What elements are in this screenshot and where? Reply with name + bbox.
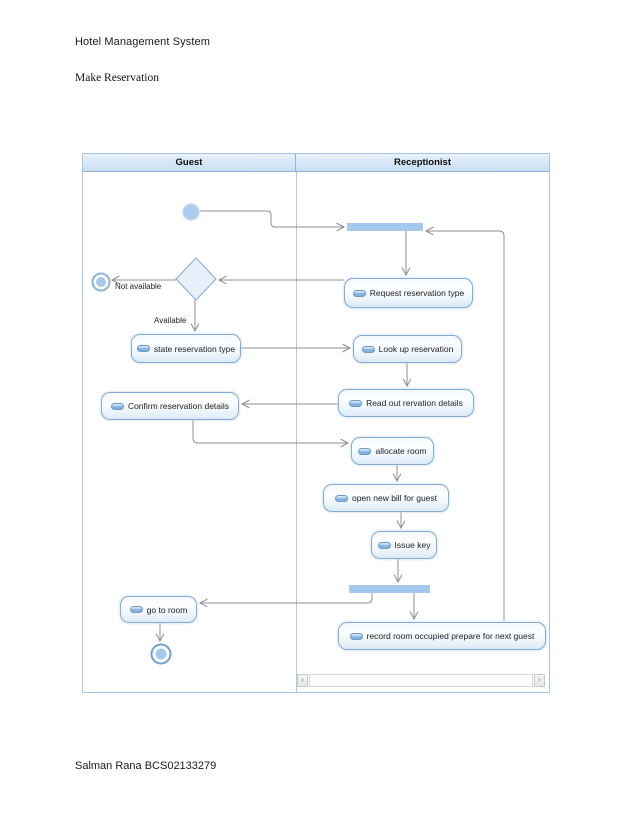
activity-confirm-reservation-details[interactable]: Confirm reservation details: [101, 392, 239, 420]
activity-state-reservation-type[interactable]: state reservation type: [131, 334, 241, 363]
activity-label: state reservation type: [153, 343, 236, 354]
activity-pill-icon: [358, 447, 372, 455]
fork-bar[interactable]: [349, 585, 430, 593]
receptionist-lane-scrollbar: ‹ ›: [297, 674, 545, 687]
activity-pill-icon: [349, 632, 363, 640]
activity-label: go to room: [146, 604, 188, 615]
activity-pill-icon: [377, 541, 391, 549]
activity-label: Issue key: [394, 540, 431, 550]
activity-open-new-bill-for-guest[interactable]: open new bill for guest: [323, 484, 449, 512]
final-node-core: [155, 648, 167, 660]
availability-decision-diamond[interactable]: [175, 257, 217, 301]
lane-header-receptionist[interactable]: Receptionist: [393, 157, 451, 168]
activity-pill-icon: [129, 606, 143, 613]
activity-read-out-rervation-details[interactable]: Read out rervation details: [338, 389, 474, 417]
activity-pill-icon: [136, 345, 150, 352]
lane-divider: [296, 172, 297, 692]
lane-header-guest[interactable]: Guest: [83, 154, 296, 171]
activity-label: Request reservation type: [369, 288, 465, 298]
activity-diagram-frame: Guest Receptionist: [82, 153, 550, 693]
merge-bar[interactable]: [347, 223, 423, 231]
activity-label: open new bill for guest: [351, 493, 438, 503]
activity-pill-icon: [361, 345, 375, 353]
author-footer: Salman Rana BCS02133279: [75, 760, 217, 772]
activity-issue-key[interactable]: Issue key: [371, 531, 437, 559]
activity-pill-icon: [352, 289, 366, 297]
activity-label: Confirm reservation details: [127, 401, 230, 411]
edge-record-loop-to-merge: [426, 231, 505, 621]
guard-label-not-available: Not available: [115, 282, 162, 291]
final-node-not-available-core: [96, 277, 106, 287]
activity-go-to-room[interactable]: go to room: [120, 596, 197, 623]
swimlane-header-row: Guest Receptionist: [83, 154, 549, 172]
activity-request-reservation-type[interactable]: Request reservation type: [344, 278, 473, 308]
edge-fork-to-gotoroom: [200, 593, 373, 603]
activity-label: record room occupied prepare for next gu…: [366, 631, 535, 641]
activity-label: allocate room: [375, 446, 427, 456]
activity-allocate-room[interactable]: allocate room: [351, 437, 434, 465]
activity-pill-icon: [334, 494, 348, 502]
diagram-caption: Make Reservation: [75, 72, 159, 84]
scrollbar-track[interactable]: [309, 674, 533, 687]
edge-confirm-to-allocate: [192, 420, 348, 443]
initial-node[interactable]: [182, 203, 200, 221]
connector-layer: [91, 203, 505, 665]
activity-pill-icon: [349, 399, 363, 407]
edge-initial-to-merge: [199, 210, 344, 227]
activity-pill-icon: [110, 402, 124, 410]
activity-label: Read out rervation details: [366, 398, 463, 408]
page-title: Hotel Management System: [75, 36, 210, 48]
scroll-right-button[interactable]: ›: [534, 674, 545, 687]
guard-label-available: Available: [154, 316, 187, 325]
activity-look-up-reservation[interactable]: Look up reservation: [353, 335, 462, 363]
activity-label: Look up reservation: [378, 344, 454, 354]
scroll-left-button[interactable]: ‹: [297, 674, 308, 687]
activity-record-room-occupied[interactable]: record room occupied prepare for next gu…: [338, 622, 546, 650]
